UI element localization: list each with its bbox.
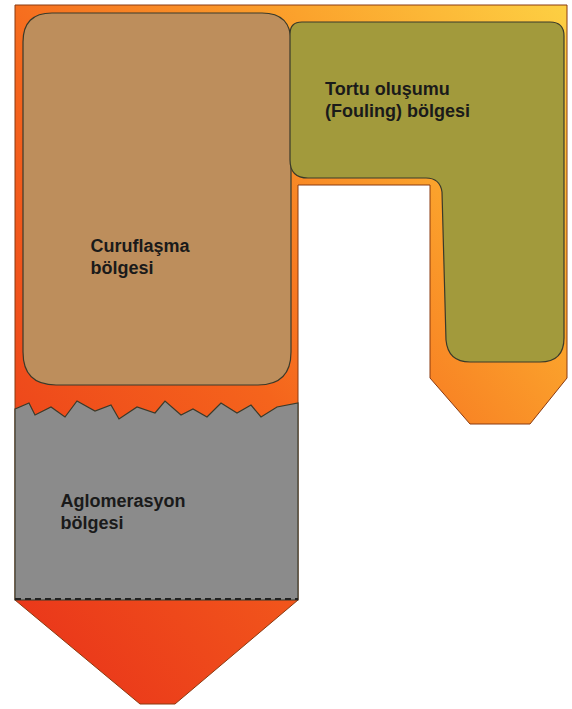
zone-outline [15, 401, 298, 600]
boiler-body [15, 5, 567, 704]
slagging-zone: Curuflaşma bölgesi [22, 12, 292, 386]
zone-label: Curuflaşma bölgesi [90, 235, 189, 280]
zone-shape [22, 12, 292, 386]
zone-outline [290, 22, 564, 362]
zone-shape [288, 20, 566, 365]
fouling-zone: Tortu oluşumu (Fouling) bölgesi [288, 20, 566, 365]
zone-label: Tortu oluşumu (Fouling) bölgesi [325, 78, 515, 123]
agglomeration-zone: Aglomerasyon bölgesi [15, 395, 298, 600]
grate-line [15, 598, 298, 600]
zone-label: Aglomerasyon bölgesi [60, 490, 185, 535]
zone-outline [23, 13, 291, 385]
